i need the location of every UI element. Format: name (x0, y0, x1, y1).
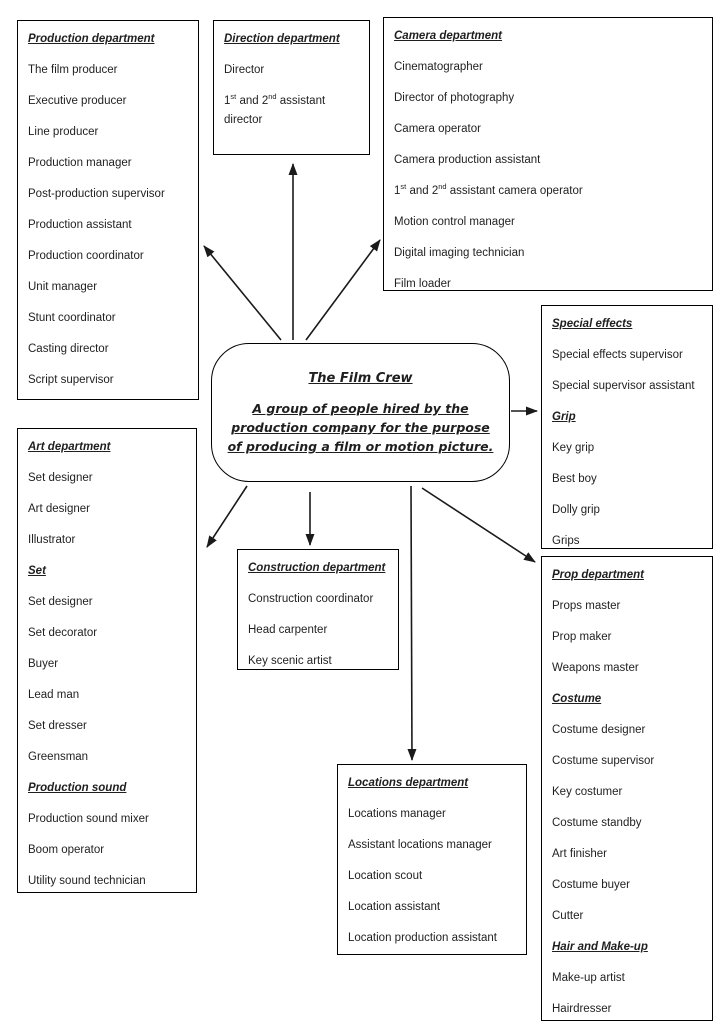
list-item: Director (224, 64, 265, 76)
section-heading: Art department (28, 441, 111, 453)
list-item: Props master (552, 600, 621, 612)
section-heading: Production department (28, 33, 155, 45)
film-crew-center-node: The Film Crew A group of people hired by… (211, 343, 510, 482)
list-item: Post-production supervisor (28, 188, 165, 200)
arrow-center-to-art (206, 485, 248, 548)
section-heading: Hair and Make-up (552, 941, 648, 953)
list-item: Location assistant (348, 901, 441, 913)
section-heading: Set (28, 565, 46, 577)
section-heading: Direction department (224, 33, 340, 45)
list-item: Head carpenter (248, 624, 328, 636)
list-item: Production assistant (28, 219, 132, 231)
list-item: Camera production assistant (394, 154, 541, 166)
center-description: A group of people hired by the productio… (227, 401, 494, 454)
list-item: Construction coordinator (248, 593, 374, 605)
list-item: Set designer (28, 472, 93, 484)
list-item: The film producer (28, 64, 118, 76)
list-item: Locations manager (348, 808, 446, 820)
list-item: Line producer (28, 126, 99, 138)
list-item: Art designer (28, 503, 91, 515)
list-item: 1st and 2nd assistant director (224, 92, 326, 126)
list-item: Special effects supervisor (552, 349, 683, 361)
list-item: Art finisher (552, 848, 607, 860)
list-item: Script supervisor (28, 374, 114, 386)
list-item: Set designer (28, 596, 93, 608)
list-item: Make-up artist (552, 972, 625, 984)
list-item: Hairdresser (552, 1003, 612, 1015)
list-item: Costume standby (552, 817, 642, 829)
list-item: Prop maker (552, 631, 612, 643)
list-item: Best boy (552, 473, 597, 485)
list-item: Motion control manager (394, 216, 515, 228)
section-heading: Locations department (348, 777, 469, 789)
list-item: Key costumer (552, 786, 623, 798)
list-item: Director of photography (394, 92, 515, 104)
arrow-center-to-locations (407, 485, 417, 761)
list-item: Production sound mixer (28, 813, 149, 825)
list-item: Costume supervisor (552, 755, 655, 767)
list-item: Weapons master (552, 662, 639, 674)
list-item: Production manager (28, 157, 132, 169)
list-item: Digital imaging technician (394, 247, 525, 259)
section-heading: Production sound (28, 782, 127, 794)
list-item: Dolly grip (552, 504, 600, 516)
center-title: The Film Crew (308, 371, 413, 386)
arrow-center-to-production (203, 245, 282, 341)
section-heading: Special effects (552, 318, 633, 330)
list-item: Utility sound technician (28, 875, 146, 887)
list-item: Key grip (552, 442, 595, 454)
list-item: Set decorator (28, 627, 98, 639)
list-item: Cutter (552, 910, 584, 922)
section-heading: Costume (552, 693, 602, 705)
section-heading: Grip (552, 411, 576, 423)
list-item: Grips (552, 535, 580, 547)
list-item: Boom operator (28, 844, 105, 856)
list-item: Set dresser (28, 720, 87, 732)
list-item: Lead man (28, 689, 80, 701)
arrow-center-to-prop (421, 487, 536, 563)
list-item: Production coordinator (28, 250, 144, 262)
list-item: 1st and 2nd assistant camera operator (394, 182, 583, 197)
list-item: Executive producer (28, 95, 127, 107)
list-item: Stunt coordinator (28, 312, 116, 324)
list-item: Illustrator (28, 534, 76, 546)
list-item: Location production assistant (348, 932, 497, 944)
list-item: Casting director (28, 343, 109, 355)
list-item: Buyer (28, 658, 59, 670)
list-item: Camera operator (394, 123, 481, 135)
list-item: Assistant locations manager (348, 839, 492, 851)
list-item: Film loader (394, 278, 451, 290)
list-item: Key scenic artist (248, 655, 332, 667)
section-heading: Construction department (248, 562, 386, 574)
arrow-center-to-camera (305, 239, 381, 341)
list-item: Cinematographer (394, 61, 483, 73)
list-item: Special supervisor assistant (552, 380, 695, 392)
list-item: Location scout (348, 870, 423, 882)
section-heading: Prop department (552, 569, 645, 581)
list-item: Greensman (28, 751, 89, 763)
list-item: Unit manager (28, 281, 98, 293)
list-item: Costume buyer (552, 879, 630, 891)
section-heading: Camera department (394, 30, 503, 42)
list-item: Costume designer (552, 724, 646, 736)
